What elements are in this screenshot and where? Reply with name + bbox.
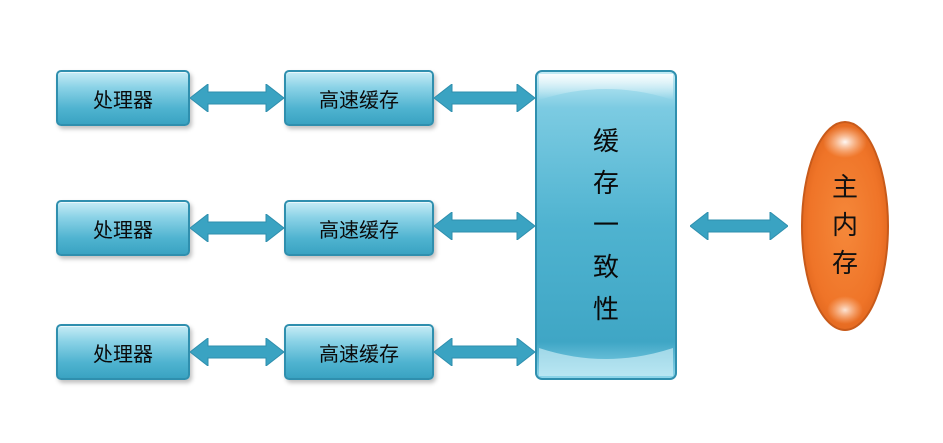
main-memory-node: 主 内 存 [800, 120, 890, 332]
cache-coherence-label: 缓 存 一 致 性 [535, 70, 677, 382]
main-memory-shape [801, 121, 889, 331]
arrow-processor-cache-1 [190, 84, 284, 112]
coherence-char-3: 一 [592, 211, 619, 241]
coherence-char-4: 致 [592, 253, 619, 283]
arrow-cache-coherence-2 [434, 212, 535, 240]
processor-label-3: 处理器 [93, 341, 153, 366]
coherence-char-1: 缓 [592, 127, 619, 157]
cache-label-2: 高速缓存 [319, 217, 399, 242]
coherence-char-5: 性 [592, 295, 619, 325]
cache-label-1: 高速缓存 [319, 87, 399, 112]
cache-coherence-block: 缓 存 一 致 性 [535, 70, 677, 382]
arrow-cache-coherence-1 [434, 84, 535, 112]
processor-box-3: 处理器 [56, 324, 190, 380]
arrow-cache-coherence-3 [434, 338, 535, 366]
arrow-processor-cache-2 [190, 214, 284, 242]
processor-box-1: 处理器 [56, 70, 190, 126]
main-memory-label: 主 内 存 [800, 120, 890, 332]
cache-box-1: 高速缓存 [284, 70, 434, 126]
processor-label-1: 处理器 [93, 87, 153, 112]
cache-coherence-shape [535, 70, 677, 380]
memory-char-2: 内 [831, 211, 858, 241]
memory-char-3: 存 [831, 249, 858, 279]
arrow-processor-cache-3 [190, 338, 284, 366]
processor-label-2: 处理器 [93, 217, 153, 242]
cache-label-3: 高速缓存 [319, 341, 399, 366]
cache-box-3: 高速缓存 [284, 324, 434, 380]
processor-box-2: 处理器 [56, 200, 190, 256]
coherence-char-2: 存 [592, 169, 619, 199]
arrow-coherence-memory [690, 212, 788, 240]
cache-box-2: 高速缓存 [284, 200, 434, 256]
memory-char-1: 主 [831, 173, 858, 203]
